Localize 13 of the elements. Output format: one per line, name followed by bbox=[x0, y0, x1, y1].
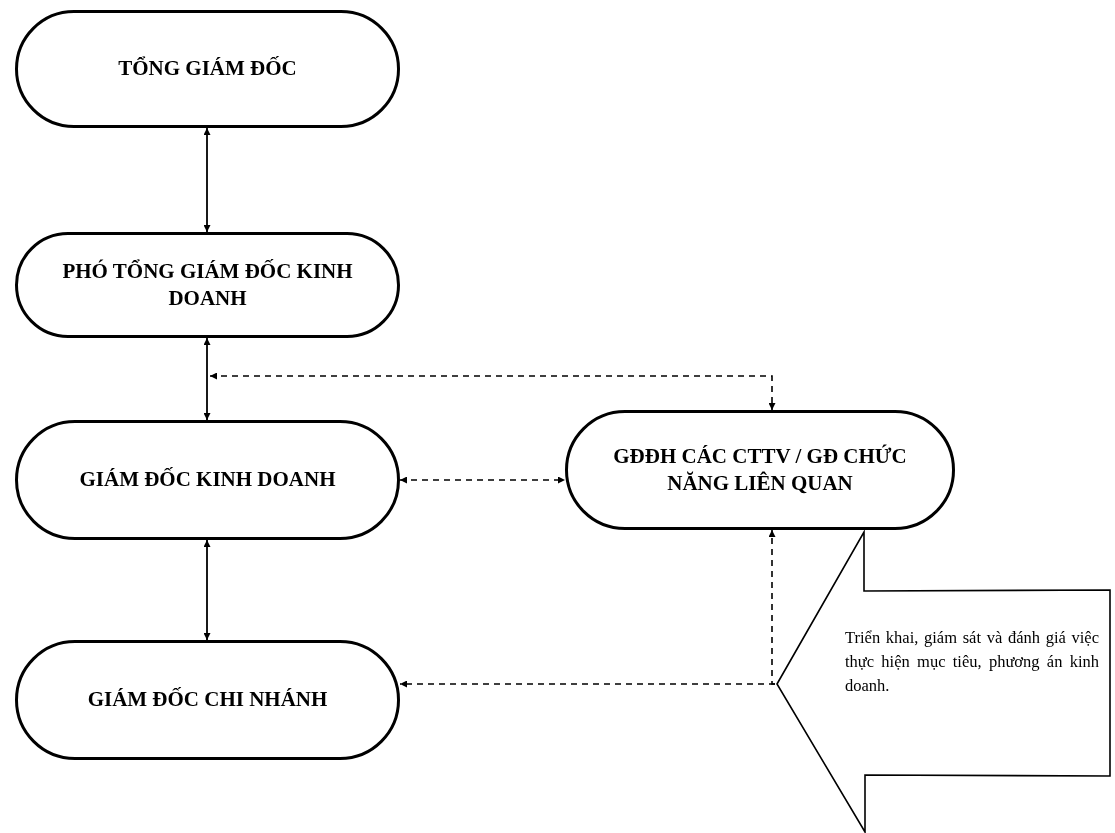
rounded-box: TỔNG GIÁM ĐỐC bbox=[15, 10, 400, 128]
connector-arrow bbox=[399, 476, 566, 484]
rounded-box: GIÁM ĐỐC KINH DOANH bbox=[15, 420, 400, 540]
connector-arrow bbox=[203, 539, 211, 641]
callout-text: Triển khai, giám sát và đánh giá việc thực hiện mục tiêu, phương án kinh doanh. bbox=[845, 627, 1099, 697]
rounded-box: GĐĐH CÁC CTTV / GĐ CHỨC NĂNG LIÊN QUAN bbox=[565, 410, 955, 530]
connector-arrow bbox=[399, 680, 776, 688]
connector-arrow bbox=[203, 337, 211, 421]
connector-arrow bbox=[768, 529, 776, 685]
connector-arrow bbox=[203, 127, 211, 233]
rounded-box: GIÁM ĐỐC CHI NHÁNH bbox=[15, 640, 400, 760]
rounded-box: PHÓ TỔNG GIÁM ĐỐC KINH DOANH bbox=[15, 232, 400, 338]
connector-arrow bbox=[209, 372, 776, 411]
